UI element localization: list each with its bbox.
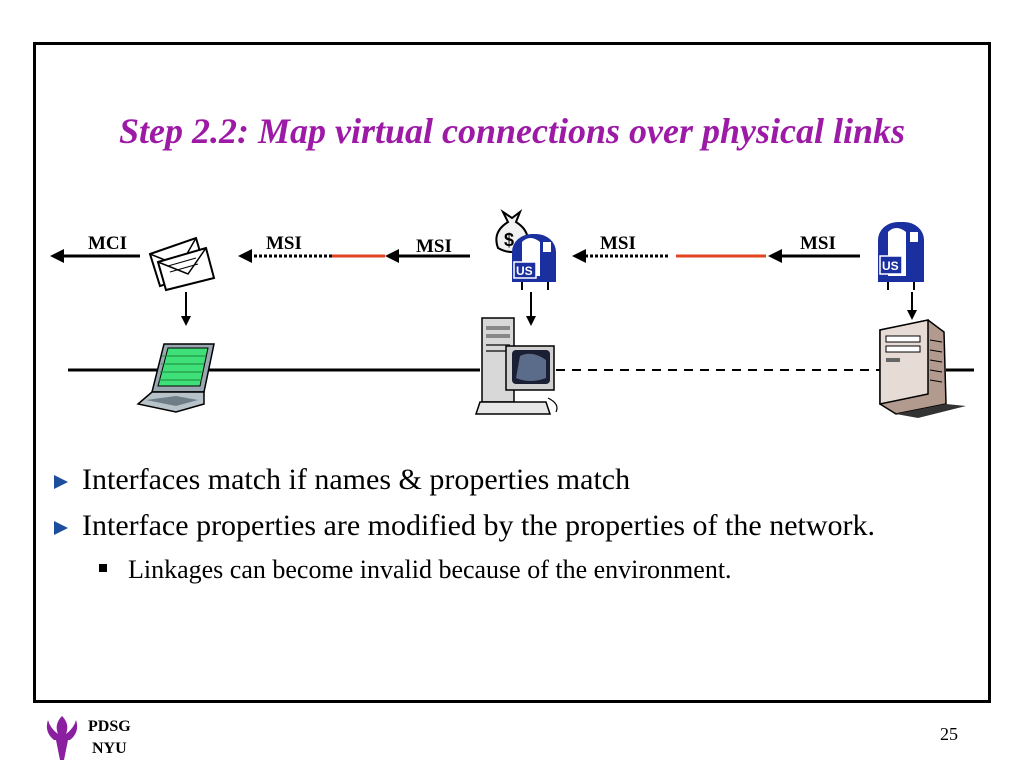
server-tower-icon (879, 319, 966, 418)
down-arrow-left (181, 292, 191, 326)
down-arrow-center (526, 292, 536, 326)
org-line-2: NYU (92, 740, 127, 757)
envelopes-icon (148, 236, 216, 292)
bullet-triangle-icon (54, 521, 68, 535)
bullet-text: Interfaces match if names & properties m… (82, 463, 631, 496)
bullet-triangle-icon (54, 475, 68, 489)
bullet-item: Interfaces match if names & properties m… (50, 460, 902, 500)
slide-frame (33, 42, 991, 703)
mailbox-text-right: US (882, 259, 899, 273)
network-diagram: MCI MSI MSI MSI MSI $ (50, 209, 974, 418)
money-symbol: $ (504, 230, 514, 250)
bullet-square-icon (99, 564, 107, 572)
bullet-text: Interface properties are modified by the… (82, 509, 876, 542)
desktop-computer-icon (474, 317, 558, 415)
arrow-mci (50, 249, 140, 263)
label-msi-4: MSI (800, 233, 836, 254)
down-arrow-right (907, 292, 917, 320)
bullet-item: Interface properties are modified by the… (50, 506, 902, 546)
sub-bullet-text: Linkages can become invalid because of t… (128, 555, 732, 584)
org-label: PDSG NYU (88, 716, 131, 760)
arrow-msi-solid-left (385, 249, 470, 263)
mailbox-text-center: US (516, 264, 533, 278)
label-mci: MCI (88, 233, 127, 254)
sub-bullet-item: Linkages can become invalid because of t… (50, 552, 902, 588)
label-msi-3: MSI (600, 233, 636, 254)
laptop-icon (136, 343, 215, 413)
page-number: 25 (940, 724, 958, 744)
bullet-list: Interfaces match if names & properties m… (50, 460, 902, 588)
arrow-msi-dotted-left (238, 249, 332, 263)
slide-title: Step 2.2: Map virtual connections over p… (118, 111, 906, 151)
label-msi-2: MSI (416, 236, 452, 257)
arrow-msi-solid-right (768, 249, 860, 263)
mailbox-icon: US (878, 222, 924, 290)
org-line-1: PDSG (88, 718, 131, 735)
label-msi-1: MSI (266, 233, 302, 254)
arrow-msi-dotted-right (572, 249, 668, 263)
nyu-torch-logo-icon (46, 716, 78, 760)
mailbox-money-icon: $ US (495, 209, 556, 290)
